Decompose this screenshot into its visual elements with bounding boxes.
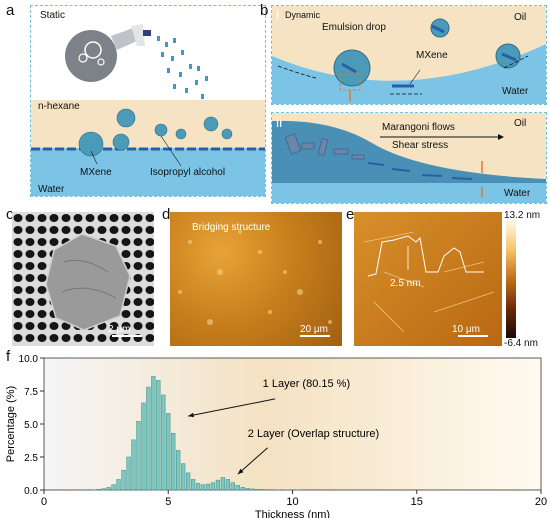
panel-b-letter: b [260, 2, 269, 19]
panel-d-title: Bridging structure [192, 222, 271, 233]
histogram-bar [195, 483, 201, 491]
panel-c-scalebar: 2 μm [108, 324, 131, 335]
x-tick-label: 5 [165, 496, 171, 508]
panel-a-letter: a [6, 2, 15, 19]
histogram-bar [205, 483, 211, 491]
histogram-bar [151, 376, 156, 491]
panel-e-scalebar: 10 μm [452, 324, 480, 335]
arrow-head [188, 412, 195, 418]
ipa-bubbles [78, 108, 233, 157]
histogram-bar [161, 394, 166, 491]
annotation-1-layer: 1 Layer (80.15 %) [263, 378, 350, 390]
histogram-bar [250, 488, 255, 491]
panel-e-afm-image: 2.5 nm 10 μm [354, 212, 502, 346]
histogram-bar [176, 450, 181, 491]
y-tick-label: 5.0 [24, 420, 38, 431]
panel-b-ii-illustration [272, 113, 546, 203]
panel-b-ii-shear: Shear stress [392, 140, 449, 151]
panel-e-height-label: 2.5 nm [390, 278, 421, 289]
panel-a-hexane-label: n-hexane [38, 101, 80, 112]
x-tick-label: 20 [535, 496, 547, 508]
histogram-bar [136, 421, 141, 491]
x-ticks: 0 5 10 15 20 [41, 490, 547, 508]
panel-b-ii-oil: Oil [514, 118, 527, 129]
panel-b-i-oil: Oil [514, 12, 527, 23]
histogram-bar [116, 479, 121, 491]
histogram-bar [96, 489, 101, 491]
arrow-head [237, 468, 244, 475]
panel-c-sem-image: 2 μm [12, 212, 154, 346]
y-tick-label: 0.0 [24, 486, 38, 497]
y-tick-label: 10.0 [19, 354, 39, 365]
histogram-bar [146, 386, 151, 491]
bars-group [91, 376, 300, 491]
y-tick-label: 2.5 [24, 453, 38, 464]
histogram-bar [106, 487, 111, 491]
histogram-bar [141, 402, 146, 491]
y-ticks: 0.0 2.5 5.0 7.5 10.0 [19, 354, 44, 497]
histogram-bar [210, 482, 216, 491]
panel-b-i-numeral: i [276, 6, 280, 22]
panel-b-i-title: Dynamic [285, 10, 321, 20]
panel-b-ii-water: Water [504, 188, 531, 199]
panel-b-i-illustration [272, 6, 546, 104]
panel-a-mxene-label: MXene [80, 167, 112, 178]
histogram-bar [215, 479, 221, 491]
histogram-bar [166, 413, 171, 491]
x-tick-label: 15 [411, 496, 423, 508]
panel-e-colorbar [506, 220, 516, 338]
histogram-bar [111, 484, 116, 491]
histogram-bar [126, 456, 131, 491]
x-tick-label: 10 [286, 496, 298, 508]
x-tick-label: 0 [41, 496, 47, 508]
histogram-bar [225, 479, 231, 491]
annotation-arrow [237, 447, 268, 475]
panel-b-ii-frame [271, 112, 547, 204]
panel-a-title: Static [40, 10, 66, 21]
panel-d-letter: d [162, 206, 171, 223]
histogram-bar [171, 432, 176, 491]
histogram-bar [156, 380, 161, 491]
y-axis-label: Percentage (%) [5, 386, 17, 462]
panel-b-i-mxene: MXene [416, 50, 448, 61]
panel-a-illustration [31, 24, 265, 196]
panel-a-ipa-label: Isopropyl alcohol [150, 167, 226, 178]
histogram-bar [245, 488, 250, 491]
panel-d-optical-image: Bridging structure 20 μm [170, 212, 342, 346]
panel-b-ii-numeral: ii [276, 114, 283, 130]
panel-e-colorbar-max: 13.2 nm [504, 210, 541, 221]
annotation-arrows [188, 398, 276, 475]
panel-c-letter: c [6, 206, 14, 223]
panel-b-i-water: Water [502, 86, 529, 97]
histogram-bar [260, 489, 265, 491]
panel-b-i-emulsion: Emulsion drop [322, 22, 386, 33]
panel-d-scalebar: 20 μm [300, 324, 328, 335]
panel-f-letter: f [6, 348, 11, 365]
spray-bottle-icon [65, 24, 151, 82]
histogram-bar [200, 484, 206, 491]
histogram-bar [101, 488, 106, 491]
y-tick-label: 7.5 [24, 387, 38, 398]
histogram-bar [131, 439, 136, 491]
histogram-bar [181, 463, 186, 491]
histogram-bar [190, 479, 196, 491]
histogram-bar [121, 469, 126, 491]
histogram-bar [220, 477, 226, 491]
histogram-bar [235, 485, 240, 491]
histogram-bar [230, 482, 235, 491]
histogram-bar [255, 489, 260, 491]
histogram-bar [240, 487, 245, 491]
panel-e-letter: e [346, 206, 355, 223]
x-axis-label: Thickness (nm) [255, 509, 330, 518]
panel-b-i-frame [271, 5, 547, 105]
histogram-bar [185, 472, 191, 491]
annotation-arrow [188, 398, 276, 417]
panel-f-chart: 0 5 10 15 20 0.0 2.5 5.0 7.5 10.0 Thickness (nm)… [5, 354, 547, 518]
annotation-2-layer: 2 Layer (Overlap structure) [248, 428, 379, 440]
panel-a-water-label: Water [38, 184, 65, 195]
panel-e-colorbar-min: -6.4 nm [504, 338, 538, 349]
panel-b-ii-flows: Marangoni flows [382, 122, 455, 133]
